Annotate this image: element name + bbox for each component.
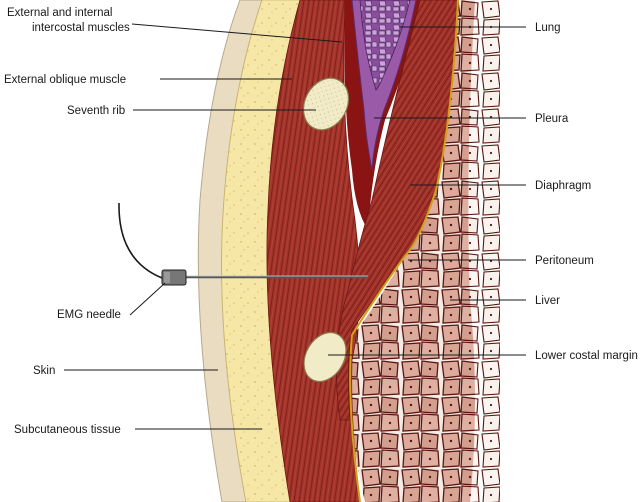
label-intercostal-line1: External and internal: [7, 7, 112, 19]
label-intercostal-line2: intercostal muscles: [32, 22, 130, 34]
peritoneum-line: [349, 0, 459, 502]
label-peritoneum: Peritoneum: [535, 255, 594, 267]
emg-needle: [118, 202, 368, 286]
liver-tissue: [349, 0, 475, 502]
seventh-rib: [302, 77, 350, 131]
leader-lines: [64, 23, 526, 430]
label-seventh-rib: Seventh rib: [67, 105, 125, 117]
label-pleura: Pleura: [535, 113, 569, 125]
emg-needle-cable: [118, 202, 163, 279]
label-liver: Liver: [535, 295, 560, 307]
label-lung: Lung: [535, 22, 561, 34]
label-subcutaneous: Subcutaneous tissue: [14, 424, 121, 436]
label-emg-needle: EMG needle: [57, 309, 121, 321]
label-external-oblique: External oblique muscle: [4, 74, 126, 86]
label-skin: Skin: [33, 365, 55, 377]
label-lower-costal-margin: Lower costal margin: [535, 350, 638, 362]
lung-tissue: [359, 0, 411, 91]
label-diaphragm: Diaphragm: [535, 180, 591, 192]
lower-costal-cartilage: [303, 331, 347, 383]
